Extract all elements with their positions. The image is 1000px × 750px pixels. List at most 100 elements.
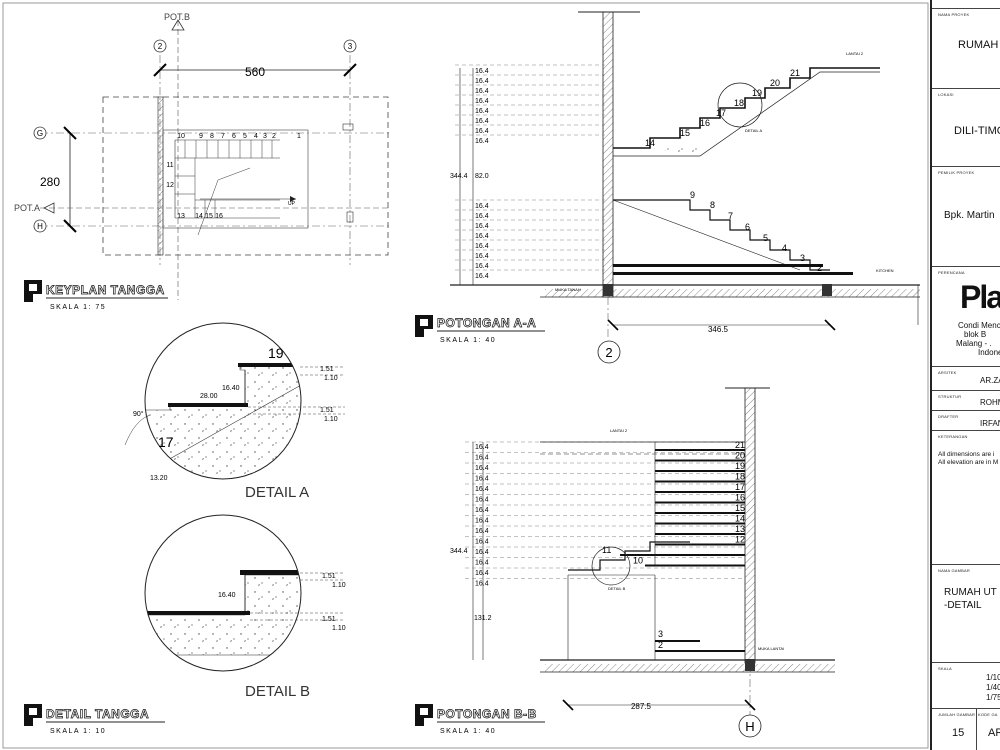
section-a-muka-tanah: MUKA TANAH (555, 287, 581, 292)
section-a-lantai2: LANTAI 2 (846, 51, 864, 56)
section-b-step-10: 10 (633, 556, 643, 566)
section-a-riser-label: 16.4 (475, 223, 489, 230)
tb-lokasi: LOKASI DILI-TIMO (932, 88, 1000, 167)
keyplan-step-6: 6 (232, 133, 236, 140)
tb-pemilik: PEMILIK PROYEK Bpk. Martin (932, 166, 1000, 267)
keyplan-dim-280: 280 (40, 175, 60, 189)
section-a-step-3: 3 (800, 253, 805, 263)
section-a-step-15: 15 (680, 128, 690, 138)
section-a-step-5: 5 (763, 233, 768, 243)
section-b-tread (655, 459, 745, 462)
keyplan-grid-g: G (37, 129, 43, 138)
section-b-tread (655, 522, 745, 525)
section-b-step-15: 15 (735, 503, 745, 513)
tb-addr1: Condi Menc (958, 321, 1000, 330)
section-b-step-17: 17 (735, 482, 745, 492)
tb-arsitek-value: AR.ZA (980, 376, 1000, 385)
section-a-step-21: 21 (790, 68, 800, 78)
detail-tangga-title: DETAIL TANGGA (46, 707, 149, 721)
detail-a-note-151-top: 1.51 (320, 366, 334, 373)
section-b-step-14: 14 (735, 514, 745, 524)
tb-arsitek: ARSITEK AR.ZA (932, 366, 1000, 391)
section-b-step-19: 19 (735, 461, 745, 471)
tb-keterangan: KETERANGAN All dimensions are i All elev… (932, 430, 1000, 565)
section-b-step-11: 11 (602, 545, 611, 555)
section-a-riser-label: 16.4 (475, 233, 489, 240)
tb-kode-value: AR (988, 727, 1000, 739)
section-a-step-4: 4 (782, 243, 787, 253)
section-b-tread (655, 449, 745, 451)
section-b-tread (655, 501, 745, 504)
tb-nama-proyek-label: NAMA PROYEK (938, 12, 970, 17)
section-b-dim-1312: 131.2 (474, 615, 492, 622)
detail-b-note-151-bot: 1.51 (322, 616, 336, 623)
section-b-tread (655, 480, 745, 483)
section-b-step-21: 21 (735, 440, 745, 450)
detail-a-angle: 90° (133, 410, 144, 418)
section-b-riser-label: 16.4 (475, 539, 489, 546)
keyplan-step-1: 1 (297, 133, 301, 140)
section-b-riser-label: 16.4 (475, 444, 489, 451)
detail-b-note-151-top: 1.51 (322, 573, 336, 580)
tb-logo: Pla (960, 279, 1000, 315)
detail-a-dim-2800: 28.00 (200, 393, 218, 400)
tb-note1: All dimensions are i (938, 451, 995, 458)
section-b-step-2: 2 (658, 640, 663, 650)
keyplan-step-16: 16 (215, 213, 223, 220)
section-a-step-19: 19 (752, 88, 762, 98)
keyplan-step-13: 13 (177, 213, 185, 220)
section-a-step-9: 9 (690, 190, 695, 200)
tb-struktur-value: ROHM (980, 398, 1000, 407)
tb-perencana: PERENCANA Pla Condi Menc blok B Malang -… (932, 266, 1000, 367)
tb-jumlah: JUMLAH GAMBAR KODE GA 15 AR (932, 708, 1000, 750)
keyplan: POT.B 2 3 560 G H 280 POT.A (14, 12, 390, 311)
keyplan-grid-2: 2 (158, 42, 163, 51)
section-b-riser-label: 16.4 (475, 497, 489, 504)
section-b-step-18: 18 (735, 472, 745, 482)
section-b-step-16: 16 (735, 493, 745, 503)
keyplan-pot-b: POT.B (164, 12, 190, 22)
section-b: H 16.416.416.416.416.416.416.416.416.416… (415, 387, 835, 738)
detail-a-note-151-bot: 1.51 (320, 407, 334, 414)
detail-a-note-110-top: 1.10 (324, 375, 338, 382)
section-a-total: 344.4 (450, 173, 468, 180)
tb-drafter-value: IRFAN (980, 419, 1000, 428)
keyplan-dim-560: 560 (245, 65, 265, 79)
section-b-riser-label: 16.4 (475, 465, 489, 472)
detail-a-dim-1320: 13.20 (150, 475, 168, 482)
detail-a-note-110-bot: 1.10 (324, 416, 338, 423)
keyplan-step-11: 11 (166, 162, 173, 169)
tb-jumlah-value: 15 (952, 727, 965, 739)
tb-skala-1: 1/10 (986, 673, 1000, 682)
detail-b-dim-1640: 16.40 (218, 592, 236, 599)
section-b-riser-label: 16.4 (475, 581, 489, 588)
detail-tangga-title-block: DETAIL TANGGA SKALA 1: 10 (24, 704, 165, 735)
section-a-riser-label: 16.4 (475, 138, 489, 145)
section-b-grid: H (745, 719, 754, 734)
tb-keterangan-label: KETERANGAN (938, 434, 968, 439)
keyplan-step-10: 10 (177, 133, 185, 140)
section-a-step-8: 8 (710, 200, 715, 210)
section-a-step-6: 6 (745, 222, 750, 232)
tb-skala-2: 1/40 (986, 683, 1000, 692)
section-a-riser-label: 16.4 (475, 128, 489, 135)
tb-lokasi-label: LOKASI (938, 92, 954, 97)
section-a-riser-label: 16.4 (475, 108, 489, 115)
keyplan-step-4: 4 (254, 133, 258, 140)
tb-kode-label: KODE GA (978, 712, 998, 717)
section-a-step-14: 14 (645, 138, 655, 148)
section-a-riser-label: 16.4 (475, 88, 489, 95)
tb-lokasi-value: DILI-TIMO (954, 125, 1000, 137)
tb-addr4: Indone (978, 348, 1000, 357)
section-b-tread (655, 512, 745, 514)
section-a-grid: 2 (605, 345, 612, 360)
tb-skala-3: 1/75 (986, 693, 1000, 702)
tb-nama-gambar-label: NAMA GAMBAR (938, 568, 970, 573)
keyplan-step-15: 15 (205, 213, 213, 220)
section-a-step-17: 17 (716, 108, 726, 118)
keyplan-grid-3: 3 (348, 42, 353, 51)
section-a-title: POTONGAN A-A (437, 316, 536, 330)
section-a-step-16: 16 (700, 118, 710, 128)
section-a-riser-label: 16.4 (475, 253, 489, 260)
drawing-sheet: POT.B 2 3 560 G H 280 POT.A (2, 2, 929, 749)
